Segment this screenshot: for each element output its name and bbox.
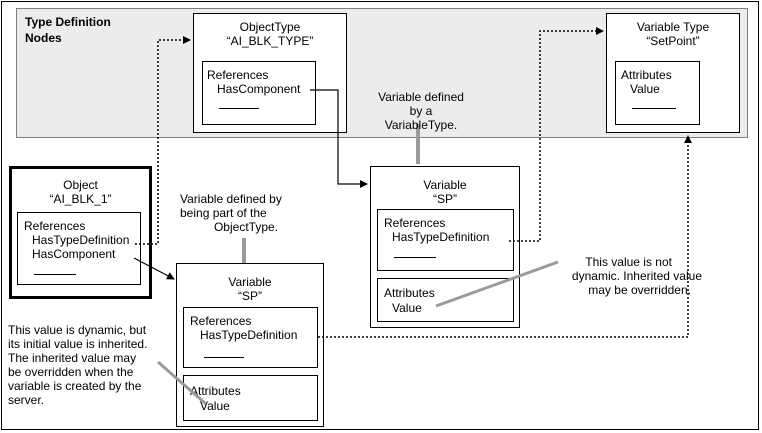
note-vartype-defined-line2: VariableType. bbox=[384, 118, 458, 132]
variable-sp-mid-title: Variable “SP” bbox=[371, 178, 519, 206]
objecttype-title: ObjectType “AI_BLK_TYPE” bbox=[194, 20, 346, 48]
object-title: Object “AI_BLK_1” bbox=[12, 178, 149, 206]
object-references-box: References HasTypeDefinition HasComponen… bbox=[17, 212, 141, 285]
note-objtype-defined-line3: ObjectType. bbox=[213, 220, 278, 234]
object-title-line1: Object bbox=[63, 178, 98, 192]
variable-sp-mid-attr-value: Value bbox=[392, 301, 422, 315]
note-dynamic-line1: This value is dynamic, but bbox=[8, 323, 147, 337]
callout-line-dynamic bbox=[157, 360, 207, 406]
objecttype-references-box: References HasComponent bbox=[202, 61, 316, 125]
band-title-line1: Type Definition bbox=[25, 15, 111, 29]
band-title-line2: Nodes bbox=[25, 31, 62, 45]
variable-sp-bottom-references-box: References HasTypeDefinition bbox=[183, 307, 318, 368]
variable-sp-mid-ref-hastypedefinition: HasTypeDefinition bbox=[392, 230, 490, 244]
variabletype-ellipsis-line bbox=[632, 108, 676, 109]
note-dynamic-line3: The inherited value may bbox=[8, 351, 137, 365]
variable-sp-bottom-ref-hastypedefinition: HasTypeDefinition bbox=[200, 328, 298, 342]
band-title: Type Definition Nodes bbox=[25, 14, 111, 46]
variabletype-attributes-label: Attributes bbox=[621, 68, 672, 82]
variable-sp-bottom-ellipsis-line bbox=[204, 357, 244, 358]
variable-sp-mid-title-line2: “SP” bbox=[433, 192, 457, 206]
variable-sp-mid-attributes-label: Attributes bbox=[384, 286, 435, 300]
note-not-dynamic-line2: dynamic. Inherited value bbox=[571, 269, 702, 283]
note-dynamic-line6: server. bbox=[8, 393, 45, 407]
variable-sp-mid-references-label: References bbox=[384, 216, 446, 230]
objecttype-title-line1: ObjectType bbox=[239, 20, 301, 34]
variable-sp-bottom-attributes-box: Attributes Value bbox=[183, 375, 318, 421]
variable-sp-mid-title-line1: Variable bbox=[423, 178, 467, 192]
hastypedefinition-arrow-bottom-to-variabletype bbox=[318, 135, 692, 338]
variable-sp-bottom-attr-value: Value bbox=[200, 399, 230, 413]
object-title-line2: “AI_BLK_1” bbox=[49, 192, 112, 206]
variabletype-attributes-box: Attributes Value bbox=[615, 61, 700, 125]
variabletype-attr-value: Value bbox=[630, 82, 660, 96]
object-node: Object “AI_BLK_1” References HasTypeDefi… bbox=[9, 166, 152, 299]
note-not-dynamic-line1: This value is not bbox=[585, 255, 672, 269]
note-not-dynamic: This value is not dynamic. Inherited val… bbox=[552, 255, 702, 297]
object-references-label: References bbox=[24, 219, 86, 233]
objecttype-ellipsis-line bbox=[219, 108, 259, 109]
note-dynamic-line2: its initial value is inherited. bbox=[8, 337, 148, 351]
hascomponent-arrow-objecttype-to-variable bbox=[310, 89, 368, 188]
variable-sp-bottom-references-label: References bbox=[190, 314, 252, 328]
object-ref-hascomponent: HasComponent bbox=[32, 247, 116, 261]
variable-sp-bottom-attributes-label: Attributes bbox=[190, 384, 241, 398]
note-dynamic-line5: variable is created by the bbox=[8, 379, 142, 393]
variable-sp-bottom-title: Variable “SP” bbox=[177, 275, 323, 303]
note-objtype-defined-line1: Variable defined by bbox=[180, 192, 282, 206]
hastypedefinition-arrow-variable-to-variabletype bbox=[509, 27, 604, 242]
note-dynamic: This value is dynamic, but its initial v… bbox=[8, 323, 178, 407]
variabletype-title: Variable Type “SetPoint” bbox=[607, 20, 739, 48]
object-ellipsis-line bbox=[34, 274, 76, 275]
note-not-dynamic-line3: may be overridden. bbox=[588, 283, 691, 297]
note-dynamic-line4: be overridden when the bbox=[8, 365, 134, 379]
objecttype-ref-hascomponent: HasComponent bbox=[217, 82, 301, 96]
variabletype-title-line2: “SetPoint” bbox=[646, 34, 700, 48]
objecttype-node: ObjectType “AI_BLK_TYPE” References HasC… bbox=[193, 13, 347, 133]
variable-sp-bottom-title-line1: Variable bbox=[228, 275, 272, 289]
hascomponent-arrow-object-to-variable bbox=[133, 257, 175, 280]
variable-sp-node-mid: Variable “SP” References HasTypeDefiniti… bbox=[370, 166, 520, 328]
callout-line-not-dynamic bbox=[435, 260, 559, 308]
object-ref-hastypedefinition: HasTypeDefinition bbox=[32, 233, 130, 247]
variable-sp-mid-references-box: References HasTypeDefinition bbox=[377, 209, 514, 271]
objecttype-title-line2: “AI_BLK_TYPE” bbox=[226, 34, 314, 48]
variable-sp-bottom-title-line2: “SP” bbox=[238, 289, 262, 303]
note-objtype-defined: Variable defined by being part of the Ob… bbox=[180, 192, 290, 234]
variable-sp-mid-ellipsis-line bbox=[394, 257, 436, 258]
note-objtype-defined-line2: being part of the bbox=[180, 206, 267, 220]
variabletype-node: Variable Type “SetPoint” Attributes Valu… bbox=[606, 13, 740, 133]
note-vartype-defined: Variable defined by a VariableType. bbox=[372, 90, 470, 132]
variabletype-title-line1: Variable Type bbox=[636, 20, 710, 34]
note-vartype-defined-line1: Variable defined by a bbox=[378, 90, 464, 118]
hastypedefinition-arrow-object-to-objecttype bbox=[135, 36, 191, 245]
objecttype-references-label: References bbox=[207, 68, 269, 82]
